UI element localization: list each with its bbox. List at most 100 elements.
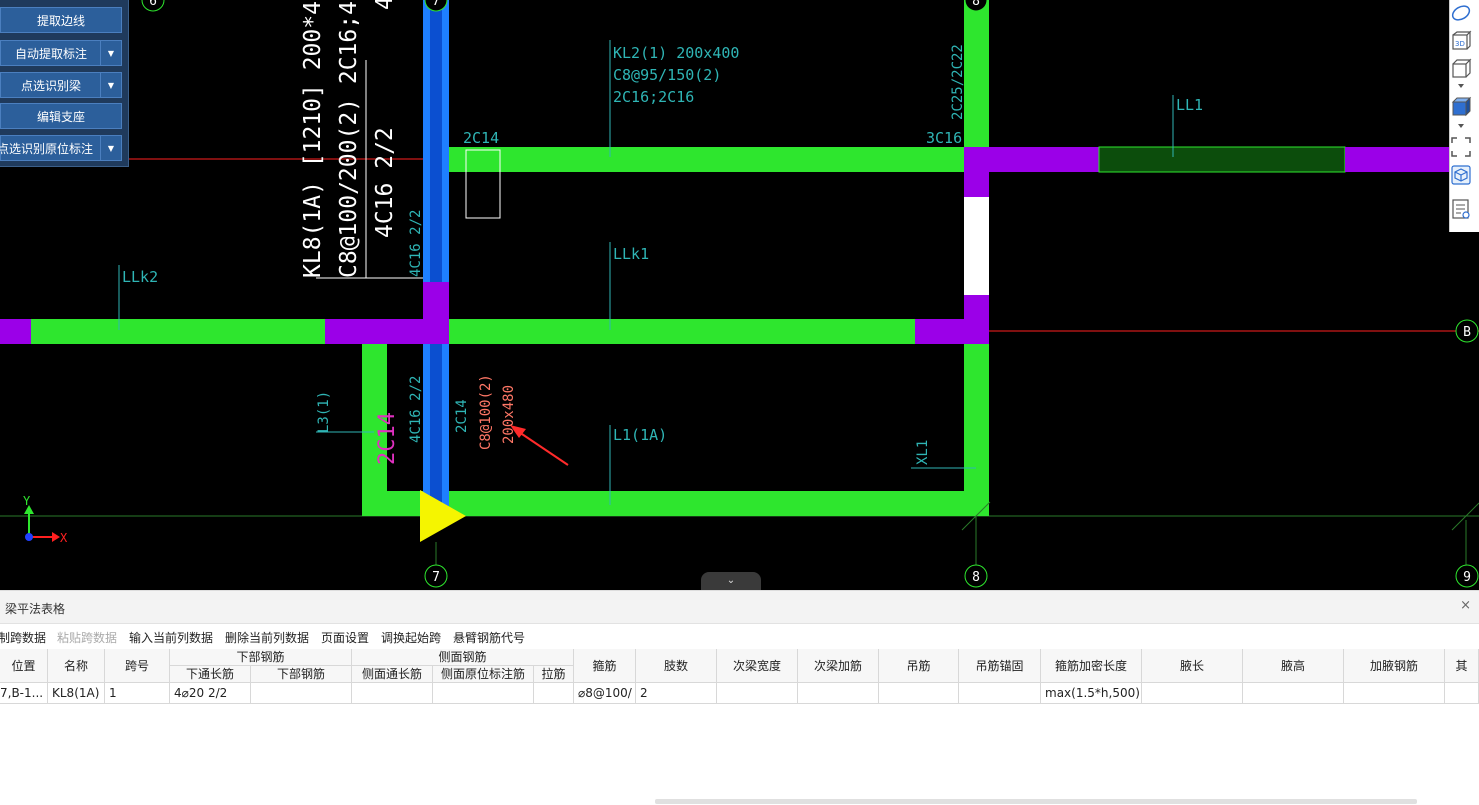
label-2c14-top[interactable]: 2C14 xyxy=(463,129,499,147)
chevron-down-icon[interactable] xyxy=(1450,80,1472,92)
label-2c14-magenta[interactable]: 2C14 xyxy=(375,412,400,465)
kl2-line2[interactable]: C8@95/150(2) xyxy=(613,66,721,84)
table-cell-bottom-through[interactable]: 4⌀20 2/2 xyxy=(170,683,251,704)
beam-l3[interactable] xyxy=(362,344,387,516)
col-header-side-through[interactable]: 侧面通长筋 xyxy=(352,666,433,683)
properties-icon[interactable] xyxy=(1450,198,1472,220)
auto-extract-label-button[interactable]: 自动提取标注 ▼ xyxy=(0,40,122,66)
beam-llk1[interactable] xyxy=(449,319,915,344)
axis-bubble-8-top[interactable]: 8 xyxy=(964,0,988,12)
table-cell-dense-len[interactable]: max(1.5*h,500) xyxy=(1041,683,1142,704)
table-cell-position[interactable]: 7,B-1... xyxy=(0,683,48,704)
col-header-position[interactable]: 位置 xyxy=(0,649,48,683)
col-header-span[interactable]: 跨号 xyxy=(105,649,170,683)
pick-identify-beam-button[interactable]: 点选识别梁 ▼ xyxy=(0,72,122,98)
menu-delete-column-data[interactable]: 删除当前列数据 xyxy=(225,631,310,645)
table-cell-legs[interactable]: 2 xyxy=(636,683,717,704)
label-l1[interactable]: L1(1A) xyxy=(613,426,667,444)
col-header-hanger-anchor[interactable]: 吊筋锚固 xyxy=(959,649,1041,683)
support-right-mid[interactable] xyxy=(915,319,964,344)
support-top-right[interactable] xyxy=(989,147,1099,172)
table-cell-sec-width[interactable] xyxy=(717,683,798,704)
col-header-bottom-through[interactable]: 下通长筋 xyxy=(170,666,251,683)
col-header-hanger[interactable]: 吊筋 xyxy=(879,649,959,683)
support-axis8-upper[interactable] xyxy=(964,147,989,197)
axis-bubble-8-bottom[interactable]: 8 xyxy=(964,564,988,588)
col-header-haunch-bar[interactable]: 加腋钢筋 xyxy=(1344,649,1445,683)
label-llk2[interactable]: LLk2 xyxy=(122,268,158,286)
close-icon[interactable]: × xyxy=(1460,598,1471,613)
col-header-haunch-len[interactable]: 腋长 xyxy=(1142,649,1243,683)
col-header-sec-add[interactable]: 次梁加筋 xyxy=(798,649,879,683)
kl2-line1[interactable]: KL2(1) 200x400 xyxy=(613,44,739,62)
axis-bubble-6[interactable]: 6 xyxy=(141,0,165,12)
cube-solid-icon[interactable] xyxy=(1450,96,1472,118)
support-kl8[interactable] xyxy=(423,282,449,344)
chevron-down-icon[interactable] xyxy=(1450,120,1472,132)
axis-bubble-9[interactable]: 9 xyxy=(1455,520,1479,588)
col-header-tie[interactable]: 拉筋 xyxy=(534,666,574,683)
beam-axis8-selected[interactable] xyxy=(964,197,989,295)
drawing-canvas[interactable]: 6 7 8 7 8 9 B xyxy=(0,0,1479,590)
menu-cantilever-code[interactable]: 悬臂钢筋代号 xyxy=(453,631,526,645)
select-region-icon[interactable] xyxy=(1450,136,1472,158)
label-xl1[interactable]: XL1 xyxy=(915,440,931,465)
table-cell-bottom-bar[interactable] xyxy=(251,683,352,704)
support-axis8-lower[interactable] xyxy=(964,295,989,344)
collapse-panel-button[interactable]: ⌄ xyxy=(701,572,761,590)
table-cell-other[interactable] xyxy=(1445,683,1479,704)
pick-identify-orig-label-button[interactable]: 点选识别原位标注 ▼ xyxy=(0,135,122,161)
menu-copy-span-data[interactable]: 制跨数据 xyxy=(0,631,47,645)
kl2-line3[interactable]: 2C16;2C16 xyxy=(613,88,694,106)
col-header-haunch-h[interactable]: 腋高 xyxy=(1243,649,1344,683)
kl8-annotation[interactable]: KL8(1A) [1210] 200*400 C8@100/200(2) 2C1… xyxy=(300,0,398,278)
horizontal-scrollbar[interactable] xyxy=(655,799,1417,804)
beam-ll1[interactable] xyxy=(1098,146,1346,173)
table-cell-span[interactable]: 1 xyxy=(105,683,170,704)
beam-axis8-top[interactable] xyxy=(964,0,989,147)
beam-kl2[interactable] xyxy=(449,147,964,172)
table-cell-hanger-anchor[interactable] xyxy=(959,683,1041,704)
label-l3[interactable]: L3(1) xyxy=(316,391,332,433)
col-header-stirrup[interactable]: 箍筋 xyxy=(574,649,636,683)
table-cell-tie[interactable] xyxy=(534,683,574,704)
extract-edge-button[interactable]: 提取边线 xyxy=(0,7,122,33)
chevron-down-icon[interactable]: ▼ xyxy=(100,41,121,65)
chevron-down-icon[interactable]: ▼ xyxy=(100,136,121,160)
view-cube-icon[interactable] xyxy=(1450,164,1472,186)
col-header-dense-len[interactable]: 箍筋加密长度 xyxy=(1041,649,1142,683)
menu-input-column-data[interactable]: 输入当前列数据 xyxy=(129,631,214,645)
chevron-down-icon[interactable]: ▼ xyxy=(100,73,121,97)
table-cell-haunch-h[interactable] xyxy=(1243,683,1344,704)
menu-page-setup[interactable]: 页面设置 xyxy=(321,631,370,645)
col-header-bottom-bar[interactable]: 下部钢筋 xyxy=(251,666,352,683)
edit-support-button[interactable]: 编辑支座 xyxy=(0,103,122,129)
col-header-other[interactable]: 其 xyxy=(1445,649,1479,683)
table-cell-side-through[interactable] xyxy=(352,683,433,704)
label-ll1[interactable]: LL1 xyxy=(1176,96,1203,114)
label-2c14-mid[interactable]: 2C14 xyxy=(454,399,470,433)
label-llk1[interactable]: LLk1 xyxy=(613,245,649,263)
table-cell-side-orig[interactable] xyxy=(433,683,534,704)
support-far-right[interactable] xyxy=(1345,147,1449,172)
label-200x480[interactable]: 200x480 xyxy=(501,385,517,444)
beam-llk2[interactable] xyxy=(31,319,325,344)
table-cell-haunch-bar[interactable] xyxy=(1344,683,1445,704)
col-header-side-orig[interactable]: 侧面原位标注筋 xyxy=(433,666,534,683)
col-header-name[interactable]: 名称 xyxy=(48,649,105,683)
axis-bubble-b[interactable]: B xyxy=(1455,319,1479,343)
table-cell-haunch-len[interactable] xyxy=(1142,683,1243,704)
label-4c16-top[interactable]: 4C16 2/2 xyxy=(408,210,424,277)
beam-l1-bottom[interactable] xyxy=(362,491,989,516)
beam-xl1[interactable] xyxy=(964,344,989,516)
axis-bubble-7-top[interactable]: 7 xyxy=(424,0,448,12)
support-left-edge[interactable] xyxy=(0,319,31,344)
menu-swap-start-span[interactable]: 调换起始跨 xyxy=(381,631,442,645)
table-cell-sec-add[interactable] xyxy=(798,683,879,704)
col-header-sec-width[interactable]: 次梁宽度 xyxy=(717,649,798,683)
cube-icon[interactable] xyxy=(1450,58,1472,80)
ellipse-icon[interactable] xyxy=(1450,2,1472,24)
col-header-legs[interactable]: 肢数 xyxy=(636,649,717,683)
axis-bubble-7-bottom[interactable]: 7 xyxy=(424,542,448,588)
table-cell-hanger[interactable] xyxy=(879,683,959,704)
